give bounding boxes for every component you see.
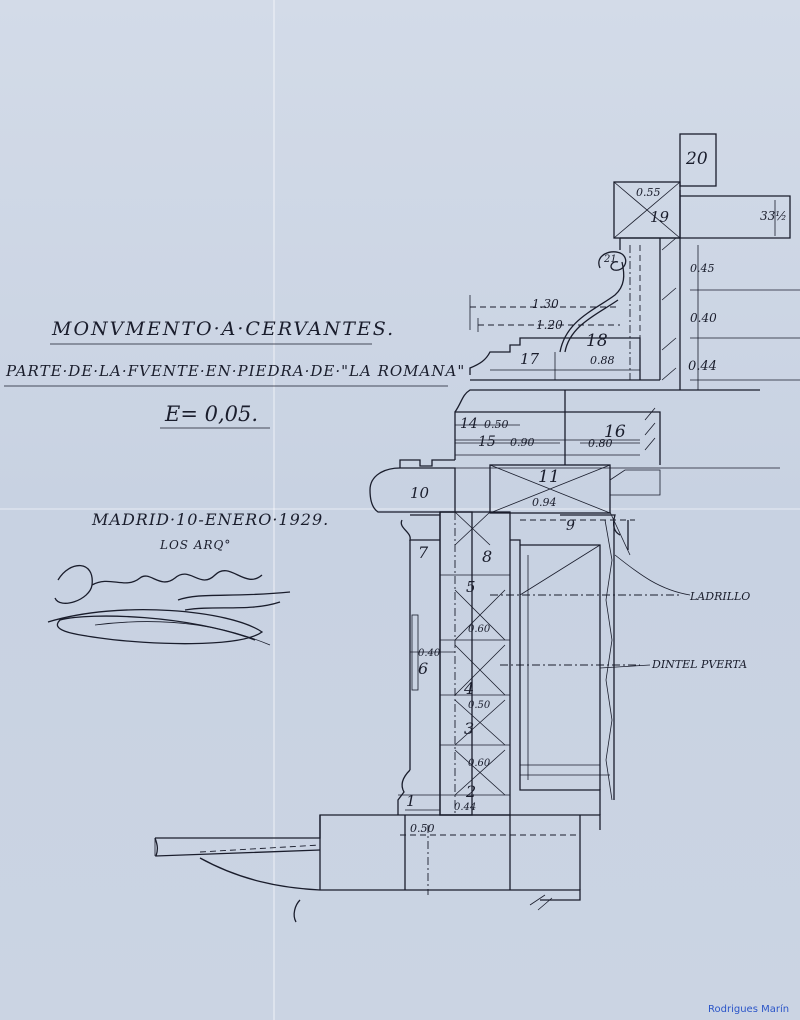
- pilaster: [397, 511, 511, 816]
- piece-number: 3: [464, 719, 474, 738]
- dim-value: 1.20: [536, 318, 563, 332]
- dim-value: 0.60: [468, 758, 491, 769]
- dim-value: 1.30: [532, 297, 559, 311]
- dim-value: 0.40: [418, 648, 441, 659]
- paper-fold-horizontal: [0, 508, 800, 510]
- dim-value: 0.45: [690, 262, 715, 275]
- piece-number: 9: [566, 518, 575, 534]
- piece-number: 8: [482, 547, 492, 566]
- piece-number: 14: [460, 416, 478, 432]
- dim-value: 0.80: [588, 437, 613, 450]
- piece-number: 21: [603, 254, 617, 265]
- piece-number: 1: [406, 792, 416, 810]
- piece-number: 4: [463, 679, 474, 698]
- piece-labels: 20 19 21 18 17 16 14 15 11 10 9 8 7 5 6 …: [406, 149, 708, 810]
- paper-fold-vertical: [273, 0, 275, 1020]
- dim-value: 0.44: [688, 359, 717, 374]
- cornice-courses: [369, 389, 780, 556]
- piece-number: 16: [604, 422, 626, 442]
- architect-signature: [47, 564, 291, 646]
- dim-value: 0.88: [590, 354, 615, 367]
- piece-number: 17: [520, 350, 540, 368]
- dimension-values: 0.55 33½ 0.45 1.30 1.20 0.40 0.88 0.44 0…: [410, 186, 787, 835]
- archive-stamp: Rodrigues Marín: [708, 1004, 790, 1015]
- drawing-scale: E= 0,05.: [165, 402, 259, 426]
- piece-number: 19: [650, 208, 670, 226]
- dim-value: 0.55: [636, 186, 661, 199]
- dimension-lines: [410, 200, 776, 669]
- dim-value: 0.50: [410, 822, 435, 835]
- piece-number: 20: [685, 149, 708, 169]
- piece-number: 18: [586, 331, 608, 351]
- callout-ladrillo: LADRILLO: [689, 590, 750, 603]
- piece-number: 5: [466, 578, 476, 596]
- dim-value: 0.40: [690, 311, 717, 325]
- dim-value: 0.90: [510, 436, 535, 449]
- dim-value: 0.60: [468, 624, 491, 635]
- piece-number: 7: [418, 543, 429, 562]
- dim-value: 0.44: [454, 802, 476, 813]
- piece-number: 2: [465, 782, 476, 801]
- dim-value: 0.50: [468, 700, 491, 711]
- dim-value: 33½: [760, 209, 787, 223]
- dim-value: 0.50: [484, 418, 509, 431]
- door-jamb: [490, 519, 680, 815]
- architect-label: LOS ARQ°: [160, 538, 232, 552]
- drawing-subtitle: PARTE·DE·LA·FVENTE·EN·PIEDRA·DE·"LA ROMA…: [6, 362, 466, 380]
- dim-value: 0.94: [532, 496, 557, 509]
- basin-profile: [154, 814, 601, 923]
- drawing-date: MADRID·10-ENERO·1929.: [92, 510, 330, 529]
- piece-number: 15: [478, 434, 496, 450]
- piece-number: 10: [410, 484, 430, 502]
- piece-number: 11: [538, 467, 560, 487]
- drawing-title: MONVMENTO·A·CERVANTES.: [52, 318, 396, 340]
- callout-dintel: DINTEL PVERTA: [651, 658, 747, 671]
- upper-steps: [469, 133, 800, 390]
- piece-number: 6: [418, 659, 428, 678]
